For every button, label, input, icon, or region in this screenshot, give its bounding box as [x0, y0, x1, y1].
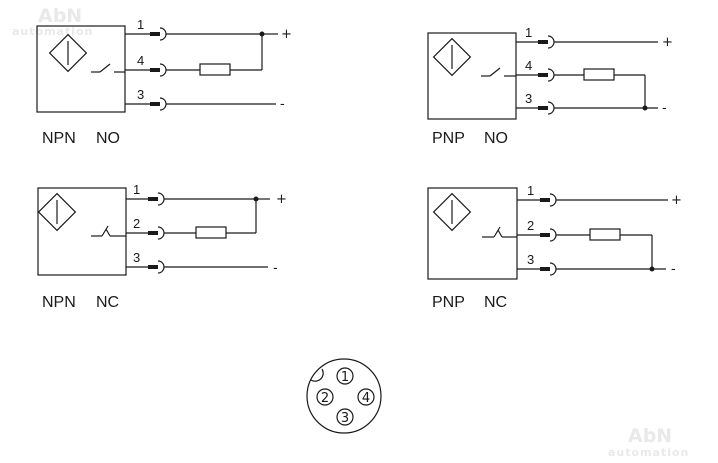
watermark-brand: AbN — [38, 5, 82, 27]
pin-label: 3 — [525, 91, 532, 106]
diagram-npn-no: 1 4 3 + - NPN NO — [36, 17, 292, 147]
transistor-type-label: PNP — [432, 130, 465, 147]
switch-no-icon — [91, 63, 125, 73]
inductive-sensor-icon — [432, 192, 472, 232]
pin-label: 4 — [137, 53, 144, 68]
connector-pin-1: 1 — [336, 367, 354, 385]
minus-label: - — [671, 262, 676, 277]
switch-no-icon — [481, 67, 516, 77]
connector-pin-number: 2 — [321, 391, 329, 406]
watermark-brand: AbN — [628, 425, 672, 447]
pin-label: 1 — [133, 182, 140, 197]
sensor-box — [427, 32, 517, 120]
sensor-box — [427, 187, 518, 280]
plus-label: + — [671, 193, 682, 208]
resistor-icon — [583, 68, 615, 81]
connector-pin-3: 3 — [336, 408, 354, 426]
contact-type-label: NO — [484, 130, 508, 147]
sensor-box — [36, 25, 126, 113]
resistor-icon — [589, 228, 621, 241]
transistor-type-label: NPN — [42, 130, 76, 147]
switch-nc-icon — [482, 226, 517, 238]
diagram-pnp-nc: 1 2 3 + - PNP NC — [427, 183, 682, 311]
pin-label: 1 — [137, 17, 144, 32]
connector-pin-4: 4 — [357, 388, 375, 406]
connector-pin-2: 2 — [316, 388, 334, 406]
plus-label: + — [281, 27, 292, 42]
contact-type-label: NC — [484, 294, 507, 311]
resistor-icon — [195, 226, 227, 239]
contact-type-label: NO — [96, 130, 120, 147]
switch-nc-icon — [91, 225, 126, 237]
watermark-sub: automation — [12, 25, 93, 38]
minus-label: - — [273, 261, 278, 276]
minus-label: - — [662, 101, 667, 116]
pin-label: 1 — [527, 183, 534, 198]
inductive-sensor-icon — [48, 33, 88, 73]
diagram-pnp-no: 1 4 3 + - PNP NO — [427, 25, 673, 147]
connector-pin-number: 4 — [362, 391, 370, 406]
pin-label: 3 — [133, 250, 140, 265]
sensor-box — [37, 187, 127, 276]
pin-label: 3 — [527, 252, 534, 267]
pin-label: 1 — [525, 25, 532, 40]
resistor-icon — [199, 63, 231, 76]
connector-pinout: 1 2 4 3 — [306, 358, 382, 434]
pin-label: 4 — [525, 58, 532, 73]
diagram-npn-nc: 1 2 3 + - NPN NC — [37, 182, 287, 311]
inductive-sensor-icon — [432, 37, 472, 77]
plus-label: + — [276, 192, 287, 207]
connector-pin-number: 1 — [341, 370, 349, 385]
minus-label: - — [280, 97, 285, 112]
watermark-top-left: AbN automation — [12, 5, 93, 38]
contact-type-label: NC — [96, 294, 119, 311]
pin-label: 2 — [133, 216, 140, 231]
transistor-type-label: PNP — [432, 294, 465, 311]
watermark-sub: automation — [608, 446, 689, 459]
pin-label: 3 — [137, 87, 144, 102]
transistor-type-label: NPN — [42, 294, 76, 311]
connector-outline — [306, 358, 382, 434]
inductive-sensor-icon — [37, 192, 77, 232]
connector-key-notch — [310, 368, 324, 382]
plus-label: + — [662, 35, 673, 50]
connector-pin-number: 3 — [341, 411, 349, 426]
pin-label: 2 — [527, 218, 534, 233]
watermark-bottom-right: AbN automation — [608, 425, 689, 459]
